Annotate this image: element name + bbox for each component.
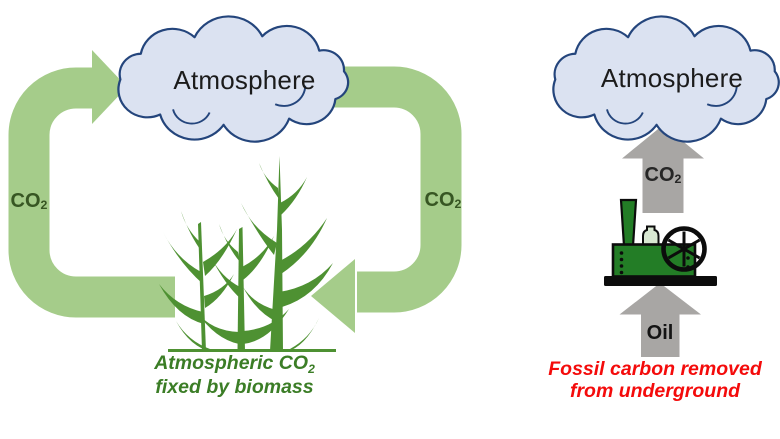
- atmosphere-label-right: Atmosphere: [600, 62, 744, 93]
- plant-leaf: [176, 321, 212, 352]
- plant-leaf: [243, 287, 277, 322]
- plant-leaf: [196, 311, 239, 344]
- loop-up-arrow-shaft: [8, 67, 175, 318]
- plant-leaf: [279, 263, 333, 307]
- co2-text: CO: [10, 189, 41, 212]
- plant-leaf: [181, 211, 202, 252]
- corn-plants-illustration: [159, 156, 336, 352]
- co2-subscript: 2: [40, 197, 48, 212]
- steam-engine-illustration: [604, 198, 717, 286]
- oil-label: Oil: [646, 321, 674, 344]
- loop-up-arrowhead: [92, 50, 127, 124]
- plant-ground-line: [168, 349, 336, 352]
- fossil-caption-line2: from underground: [569, 380, 741, 402]
- engine-dome: [642, 225, 660, 247]
- plant-leaf: [243, 309, 289, 344]
- co2-text: CO: [424, 188, 455, 211]
- plant-leaf: [163, 232, 203, 284]
- plant-stem: [270, 156, 283, 351]
- co2-up-arrow: [622, 125, 704, 213]
- loop-down-arrowhead: [311, 259, 355, 333]
- plant-leaf: [211, 257, 241, 299]
- co2-subscript: 2: [674, 171, 682, 186]
- co2-subscript: 2: [454, 196, 462, 211]
- fossil-caption-line1: Fossil carbon removed: [548, 358, 762, 380]
- biomass-caption-line1: Atmospheric CO2: [122, 352, 347, 376]
- biogenic-carbon-loop: [8, 50, 462, 333]
- engine-flywheel: [661, 226, 707, 272]
- fossil-caption: Fossil carbon removed from underground: [530, 358, 780, 402]
- plant-leaf: [259, 163, 279, 199]
- biomass-caption: Atmospheric CO2 fixed by biomass: [122, 352, 347, 398]
- plant-stem: [237, 227, 245, 351]
- caption-subscript: 2: [308, 361, 315, 376]
- loop-down-arrow-shaft: [300, 66, 462, 313]
- plant-leaf: [204, 274, 234, 308]
- plant-leaf: [242, 236, 274, 280]
- engine-chimney: [619, 198, 638, 248]
- plant-leaf: [280, 177, 307, 215]
- plant-stem: [198, 222, 206, 351]
- biomass-caption-line2: fixed by biomass: [155, 376, 314, 398]
- atmosphere-label-left: Atmosphere: [173, 64, 316, 95]
- plant-leaf: [241, 203, 277, 255]
- plant-leaf: [219, 224, 240, 262]
- co2-text: CO: [644, 163, 675, 186]
- engine-rivets: [619, 251, 690, 275]
- plant-leaf: [203, 229, 237, 276]
- caption-text: Atmospheric CO: [154, 352, 309, 374]
- engine-base-platform: [604, 276, 717, 286]
- plant-leaf: [286, 318, 319, 352]
- plant-leaf: [278, 218, 327, 274]
- oil-up-arrow: [619, 283, 701, 357]
- plant-leaf: [159, 284, 204, 324]
